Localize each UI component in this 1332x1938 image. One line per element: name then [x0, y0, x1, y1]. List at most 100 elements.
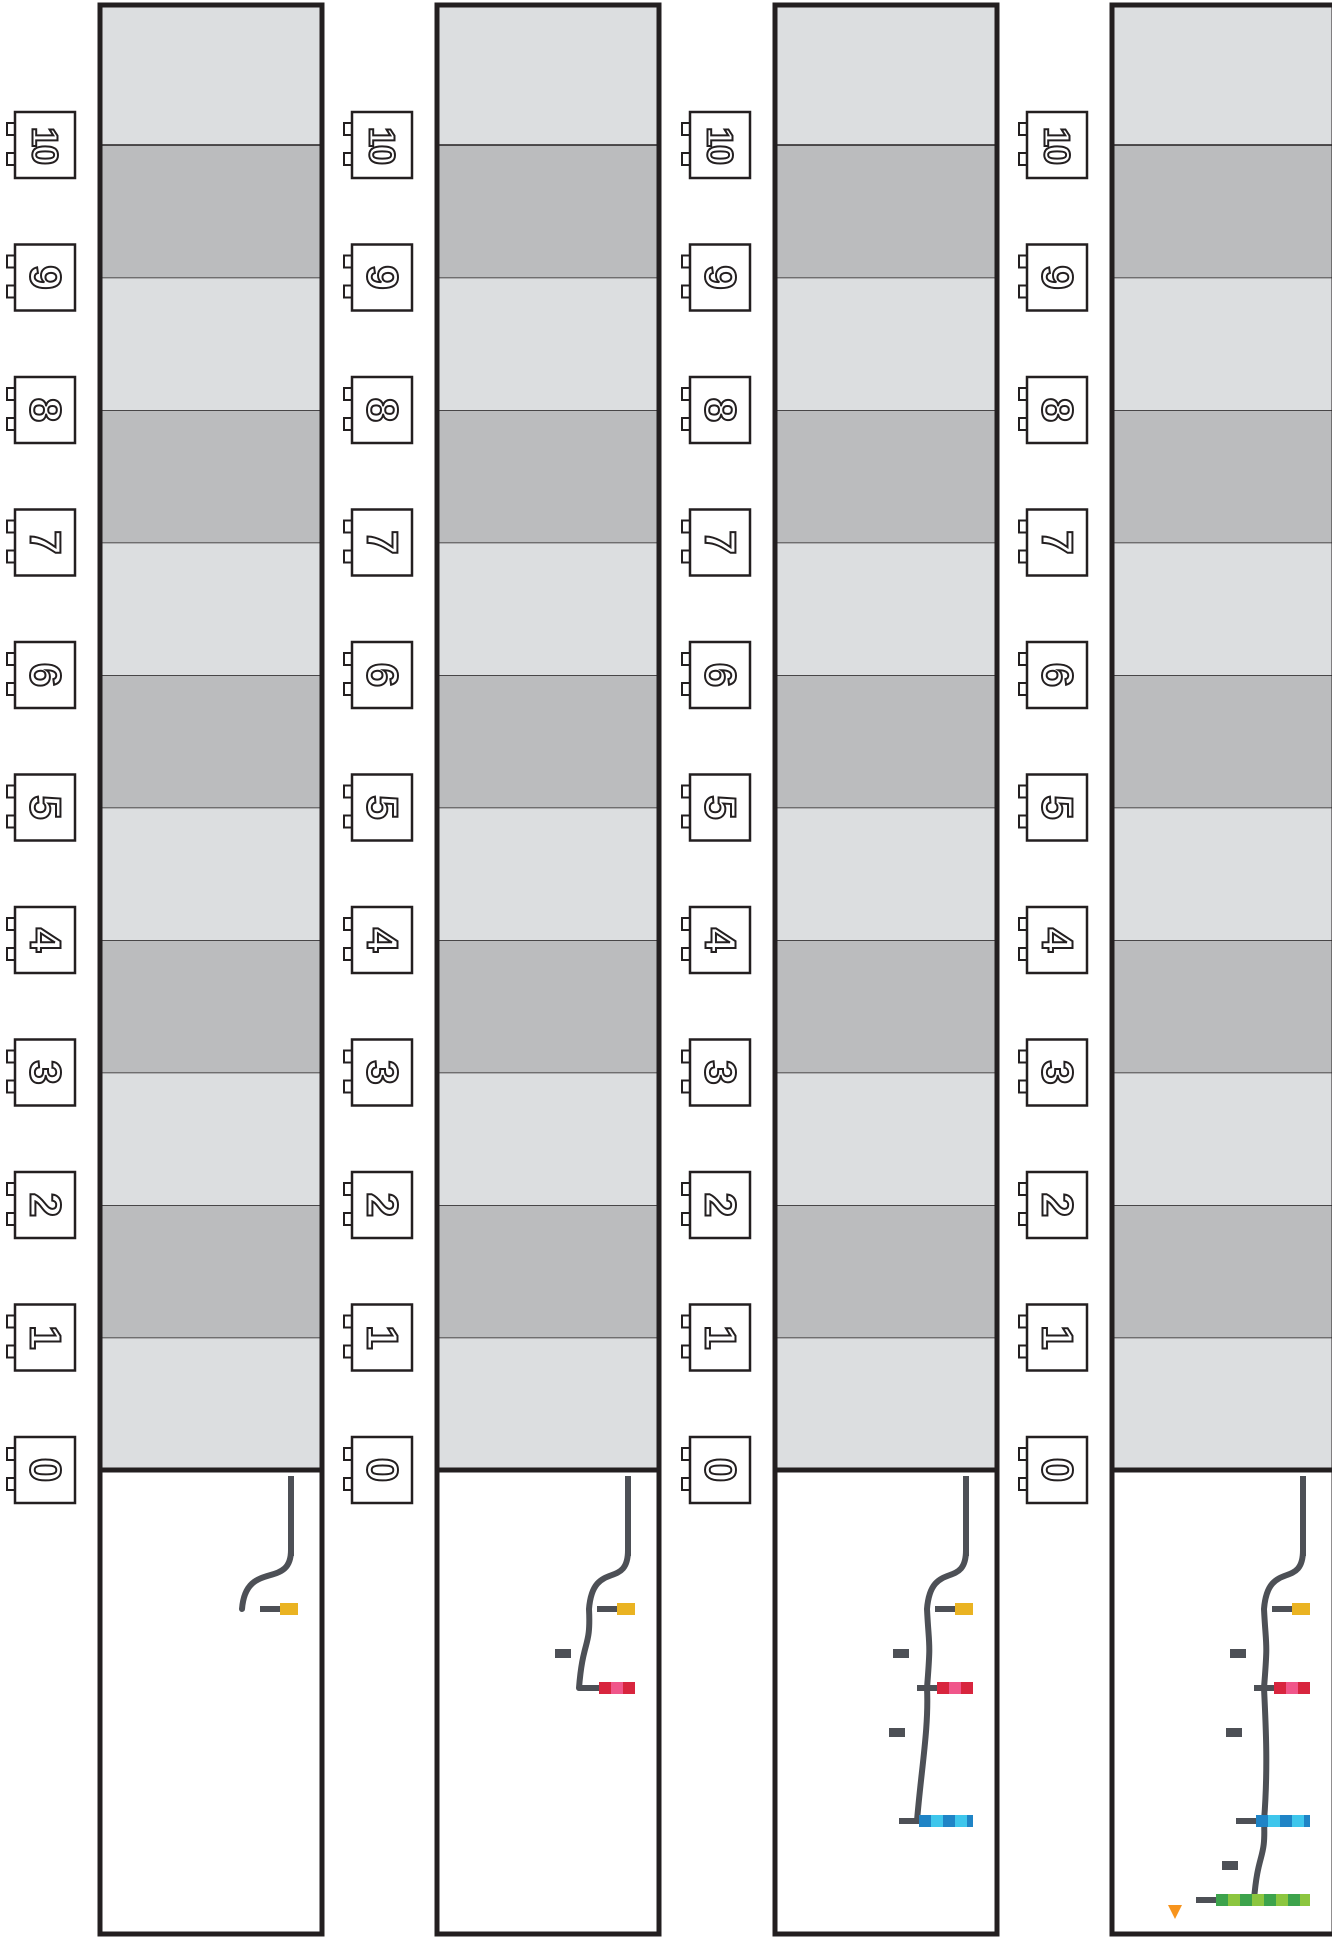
- brick-label: 5: [21, 795, 70, 819]
- band-2: [100, 1073, 322, 1206]
- brick-label: 1: [696, 1325, 745, 1349]
- number-brick-0: 0: [7, 1437, 75, 1503]
- band-8: [437, 278, 659, 411]
- bar-stem: [597, 1606, 619, 1612]
- bar-segment: [280, 1603, 292, 1615]
- band-3: [437, 940, 659, 1073]
- number-brick-10: 10: [1019, 112, 1087, 178]
- number-brick-10: 10: [682, 112, 750, 178]
- brick-label: 6: [358, 663, 407, 687]
- hanger-spine: [288, 1476, 294, 1556]
- brick-label: 3: [21, 1060, 70, 1084]
- brick-label: 6: [21, 663, 70, 687]
- number-brick-10: 10: [7, 112, 75, 178]
- bar-segment: [623, 1682, 635, 1694]
- number-brick-1: 1: [7, 1305, 75, 1371]
- brick-label: 10: [1037, 127, 1078, 164]
- brick-label: 4: [358, 928, 407, 953]
- bar-segment: [1252, 1894, 1264, 1906]
- band-top: [100, 5, 322, 145]
- bar-segment: [967, 1603, 973, 1615]
- brick-label: 1: [358, 1325, 407, 1349]
- hanger-tab: [555, 1649, 571, 1658]
- number-brick-9: 9: [344, 245, 412, 311]
- bar-segment: [955, 1815, 967, 1827]
- number-brick-9: 9: [1019, 245, 1087, 311]
- hanger-tab: [889, 1728, 905, 1737]
- band-top: [775, 5, 997, 145]
- band-7: [437, 410, 659, 543]
- hanger-tab: [1222, 1861, 1238, 1870]
- bar-segment: [1292, 1815, 1304, 1827]
- bar-segment: [629, 1603, 635, 1615]
- number-brick-4: 4: [682, 907, 750, 973]
- brick-label: 2: [358, 1193, 407, 1217]
- number-brick-1: 1: [344, 1305, 412, 1371]
- bar-segment: [599, 1682, 611, 1694]
- band-5: [100, 675, 322, 808]
- band-6: [775, 543, 997, 676]
- number-brick-5: 5: [344, 775, 412, 841]
- bar-segment: [1280, 1815, 1292, 1827]
- band-1: [100, 1205, 322, 1338]
- bar-segment: [1288, 1894, 1300, 1906]
- band-9: [1112, 145, 1332, 278]
- bar-stem: [899, 1818, 921, 1824]
- bar-segment: [937, 1682, 949, 1694]
- number-brick-0: 0: [1019, 1437, 1087, 1503]
- brick-label: 8: [1033, 398, 1082, 422]
- band-7: [775, 410, 997, 543]
- bar-stem: [1196, 1897, 1218, 1903]
- band-5: [775, 675, 997, 808]
- number-brick-6: 6: [682, 642, 750, 708]
- band-1: [775, 1205, 997, 1338]
- bar-stem: [1272, 1606, 1294, 1612]
- band-0: [775, 1338, 997, 1471]
- number-brick-8: 8: [1019, 377, 1087, 443]
- brick-label: 6: [696, 663, 745, 687]
- band-5: [1112, 675, 1332, 808]
- bar-segment: [1304, 1815, 1310, 1827]
- brick-label: 8: [21, 398, 70, 422]
- number-brick-4: 4: [7, 907, 75, 973]
- hanger-tab: [1230, 1649, 1246, 1658]
- brick-label: 7: [696, 530, 745, 554]
- bar-stem: [579, 1685, 601, 1691]
- hanger-spine: [1300, 1476, 1306, 1556]
- number-brick-3: 3: [1019, 1040, 1087, 1106]
- band-0: [100, 1338, 322, 1471]
- band-8: [775, 278, 997, 411]
- number-brick-6: 6: [1019, 642, 1087, 708]
- brick-label: 4: [696, 928, 745, 953]
- band-top: [437, 5, 659, 145]
- bar-segment: [617, 1603, 629, 1615]
- bar-segment: [967, 1815, 973, 1827]
- bar-segment: [1292, 1603, 1304, 1615]
- number-brick-5: 5: [682, 775, 750, 841]
- number-brick-1: 1: [682, 1305, 750, 1371]
- band-8: [1112, 278, 1332, 411]
- brick-label: 0: [1033, 1458, 1082, 1482]
- number-brick-2: 2: [1019, 1172, 1087, 1238]
- bar-segment: [955, 1603, 967, 1615]
- hanger-spine: [963, 1476, 969, 1556]
- band-0: [1112, 1338, 1332, 1471]
- bar-stem: [917, 1685, 939, 1691]
- band-1: [1112, 1205, 1332, 1338]
- number-brick-3: 3: [344, 1040, 412, 1106]
- brick-label: 7: [1033, 530, 1082, 554]
- brick-label: 0: [21, 1458, 70, 1482]
- band-7: [100, 410, 322, 543]
- number-brick-5: 5: [7, 775, 75, 841]
- band-2: [1112, 1073, 1332, 1206]
- band-4: [100, 808, 322, 941]
- number-brick-7: 7: [7, 510, 75, 576]
- brick-label: 1: [1033, 1325, 1082, 1349]
- brick-label: 2: [21, 1193, 70, 1217]
- number-brick-8: 8: [344, 377, 412, 443]
- brick-label: 6: [1033, 663, 1082, 687]
- bar-segment: [1298, 1682, 1310, 1694]
